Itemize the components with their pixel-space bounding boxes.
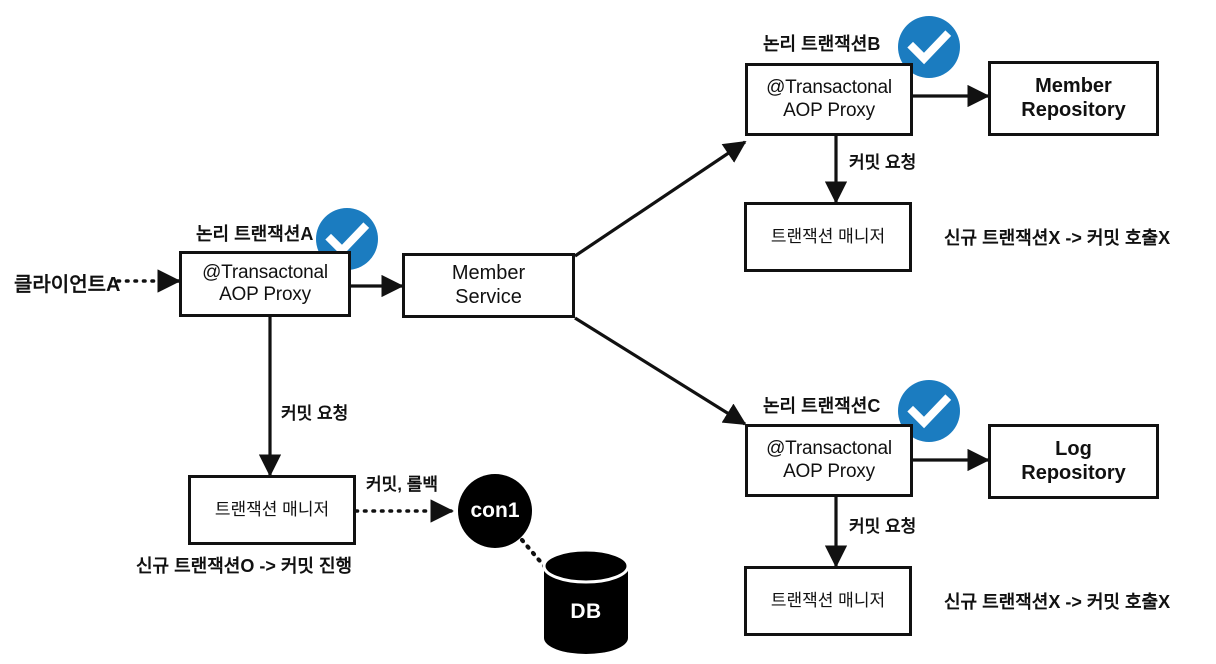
node-member-repository[interactable]: Member Repository — [988, 61, 1159, 136]
con1-text: con1 — [470, 499, 520, 522]
note-b-label: 신규 트랜잭션X -> 커밋 호출X — [944, 228, 1171, 248]
check-badge-b-icon — [898, 16, 960, 78]
note-c-label: 신규 트랜잭션X -> 커밋 호출X — [944, 592, 1171, 612]
commit-request-b-label: 커밋 요청 — [849, 153, 917, 172]
node-transactional-aop-proxy-b[interactable]: @Transactonal AOP Proxy — [745, 63, 913, 136]
proxy-a-line2: AOP Proxy — [219, 284, 311, 305]
proxy-c-line2: AOP Proxy — [783, 460, 875, 482]
commit-request-left-label: 커밋 요청 — [281, 404, 349, 423]
proxy-c-line1: @Transactonal — [766, 438, 892, 460]
member-repository-line2: Repository — [1021, 98, 1126, 121]
node-database[interactable]: DB — [540, 548, 632, 656]
edge-member-service-to-proxy-b — [574, 140, 747, 258]
member-service-line2: Service — [455, 285, 522, 308]
tx-manager-left-text: 트랜잭션 매니저 — [214, 499, 330, 519]
client-a-label: 클라이언트A — [14, 274, 121, 296]
node-log-repository[interactable]: Log Repository — [988, 424, 1159, 499]
node-transaction-manager-c[interactable]: 트랜잭션 매니저 — [744, 566, 912, 636]
node-transactional-aop-proxy-a[interactable]: @Transactonal AOP Proxy — [179, 251, 351, 317]
logical-transaction-b-label: 논리 트랜잭션B — [763, 34, 881, 54]
proxy-b-line2: AOP Proxy — [783, 99, 875, 121]
database-cylinder-icon — [542, 548, 630, 654]
check-badge-c-icon — [898, 380, 960, 442]
database-text: DB — [570, 600, 602, 623]
commit-rollback-label: 커밋, 롤백 — [366, 475, 439, 494]
member-service-line1: Member — [451, 261, 526, 284]
proxy-b-line1: @Transactonal — [766, 77, 892, 99]
edge-member-service-to-proxy-c — [574, 316, 747, 426]
node-transactional-aop-proxy-c[interactable]: @Transactonal AOP Proxy — [745, 424, 913, 497]
node-transaction-manager-b[interactable]: 트랜잭션 매니저 — [744, 202, 912, 272]
node-connection-con1[interactable]: con1 — [458, 474, 532, 548]
member-repository-line1: Member — [1035, 74, 1112, 97]
log-repository-line2: Repository — [1021, 461, 1126, 484]
node-transaction-manager-left[interactable]: 트랜잭션 매니저 — [188, 475, 356, 545]
logical-transaction-c-label: 논리 트랜잭션C — [763, 396, 881, 416]
logical-transaction-a-label: 논리 트랜잭션A — [196, 224, 314, 244]
proxy-a-line1: @Transactonal — [202, 261, 328, 283]
note-left-label: 신규 트랜잭션O -> 커밋 진행 — [136, 556, 353, 576]
commit-request-c-label: 커밋 요청 — [849, 517, 917, 536]
node-member-service[interactable]: Member Service — [402, 253, 575, 318]
tx-manager-c-text: 트랜잭션 매니저 — [770, 590, 886, 610]
log-repository-line1: Log — [1055, 437, 1092, 460]
tx-manager-b-text: 트랜잭션 매니저 — [770, 226, 886, 246]
